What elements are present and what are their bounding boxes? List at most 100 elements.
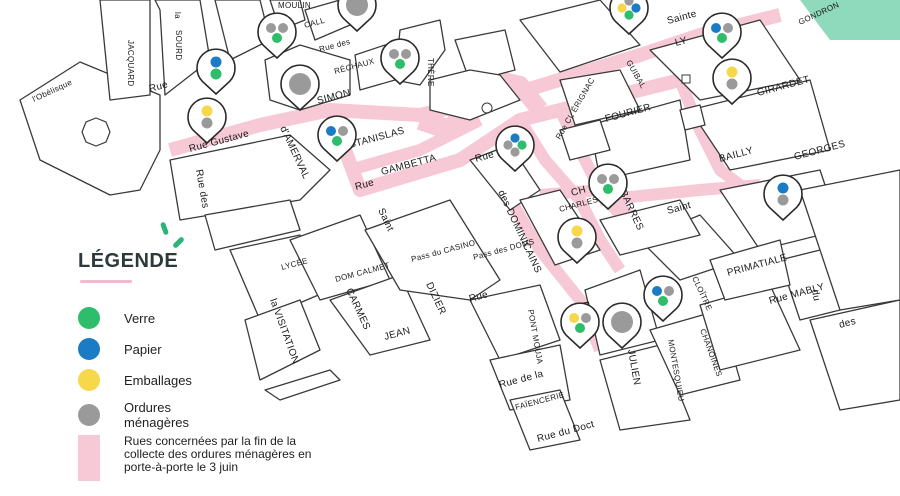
emballages-dot (569, 313, 579, 323)
ordures-dot (777, 194, 789, 206)
emballages-dot (726, 66, 738, 78)
legend-item-ordures: Ordures ménagères (78, 400, 214, 430)
legend-label-zone: Rues concernées par la fin de la collect… (124, 434, 312, 474)
rue-gambetta-rue: Rue (354, 177, 376, 193)
rue-ch: CH (570, 184, 587, 199)
bin-station-1[interactable] (196, 48, 236, 96)
bin-station-2[interactable] (257, 12, 297, 60)
ordures-dot (503, 140, 513, 150)
legend-label-ordures: Ordures ménagères (124, 400, 190, 430)
ordures-dot (611, 311, 633, 333)
ordures-dot (266, 23, 276, 33)
ordures-dot (597, 174, 607, 184)
legend-underline (80, 280, 132, 283)
legend-item-emballages: Emballages (78, 369, 192, 391)
rue-jacquard: JACQUARD (126, 40, 135, 86)
verre-dot (603, 184, 613, 194)
verre-dot (210, 68, 222, 80)
bin-station-16[interactable] (560, 302, 600, 350)
ordures-dot (201, 117, 213, 129)
ordures-dot (401, 49, 411, 59)
legend-item-zone: Rues concernées par la fin de la collect… (78, 435, 314, 481)
rue-des-1: Rue des (318, 37, 351, 54)
rue-lyautey: LY (674, 35, 689, 49)
rue-sourdeval: SOURD (174, 30, 183, 60)
rue-du: du (809, 289, 822, 302)
rue-stanislas: STANISLAS (348, 126, 406, 151)
bin-station-9[interactable] (588, 163, 628, 211)
bin-station-5[interactable] (280, 64, 320, 112)
rue-des-3: des (838, 316, 857, 331)
ordures-dot (664, 286, 674, 296)
bin-station-6[interactable] (187, 97, 227, 145)
ordures-dot (581, 313, 591, 323)
bin-station-3[interactable] (337, 0, 377, 33)
ordures-dot (289, 73, 311, 95)
rue-moulin: MOULIN (278, 1, 311, 10)
ordures-dot (726, 78, 738, 90)
legend-accent-mark (172, 236, 185, 249)
plaza-fountain (481, 102, 493, 114)
verre-dot (658, 296, 668, 306)
papier-dot (777, 182, 789, 194)
bin-station-15[interactable] (643, 275, 683, 323)
legend-title: LÉGENDE (78, 250, 179, 272)
verre-dot (575, 323, 585, 333)
obelisk-marker (81, 117, 111, 147)
verre-dot (717, 33, 727, 43)
papier-dot (631, 3, 641, 13)
papier-dot (326, 126, 336, 136)
ordures-dot (609, 174, 619, 184)
bin-station-4[interactable] (380, 38, 420, 86)
ordures-dot (338, 126, 348, 136)
verre-dot (517, 140, 527, 150)
bin-station-14[interactable] (763, 174, 803, 222)
rue-label-1: Rue (148, 79, 170, 95)
ordures-dot (389, 49, 399, 59)
papier-dot (510, 133, 520, 143)
legend: LÉGENDE Verre Papier Emballages Ordures … (78, 221, 318, 488)
zone-swatch (78, 435, 100, 481)
verre-dot (395, 59, 405, 69)
ordures-dot (723, 23, 733, 33)
bin-station-10[interactable] (702, 12, 742, 60)
small-monument (681, 74, 691, 84)
papier-dot (210, 56, 222, 68)
verre-dot (78, 307, 100, 329)
bin-markers (187, 0, 803, 350)
ordures-dot (346, 0, 368, 16)
rue-thiere: THÈRE (426, 58, 435, 87)
verre-dot (272, 33, 282, 43)
bin-station-7[interactable] (317, 115, 357, 163)
bin-station-17[interactable] (602, 302, 642, 350)
bin-station-8[interactable] (495, 125, 535, 173)
rue-rue-extra: Rue (468, 289, 490, 305)
legend-item-verre: Verre (78, 307, 155, 329)
bin-station-11[interactable] (712, 58, 752, 106)
ordures-dot (78, 404, 100, 426)
rue-sainte: Sainte (666, 8, 698, 26)
ordures-dot (624, 0, 634, 6)
ordures-dot (278, 23, 288, 33)
legend-label-verre: Verre (124, 310, 156, 326)
legend-label-emballages: Emballages (124, 372, 192, 388)
bin-station-13[interactable] (557, 217, 597, 265)
legend-label-papier: Papier (124, 341, 162, 357)
emballages-dot (201, 105, 213, 117)
legend-item-papier: Papier (78, 338, 162, 360)
ordures-dot (571, 237, 583, 249)
bin-station-12[interactable] (609, 0, 649, 36)
papier-dot (78, 338, 100, 360)
emballages-dot (571, 225, 583, 237)
papier-dot (711, 23, 721, 33)
emballages-dot (617, 3, 627, 13)
rue-la: la (173, 12, 182, 19)
verre-dot (332, 136, 342, 146)
papier-dot (652, 286, 662, 296)
verre-dot (624, 10, 634, 20)
ordures-dot (510, 147, 520, 157)
park-area (800, 0, 900, 40)
emballages-dot (78, 369, 100, 391)
